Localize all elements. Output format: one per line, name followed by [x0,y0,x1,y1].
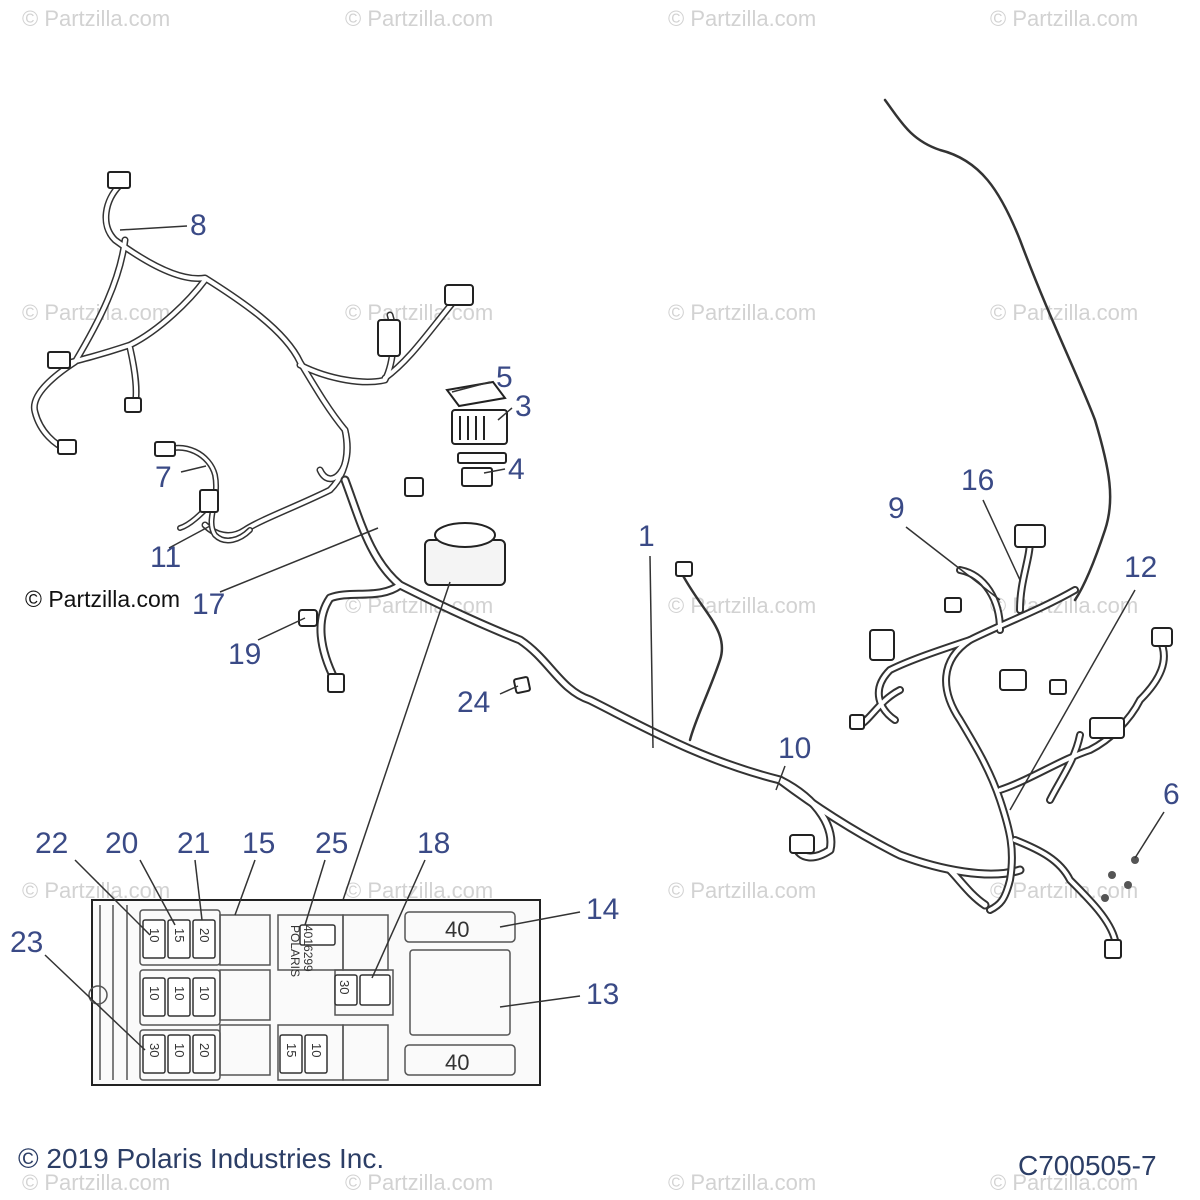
watermark: © Partzilla.com [345,1170,494,1195]
callout-21[interactable]: 21 [177,827,211,860]
front-harness-core [32,183,457,538]
callout-11[interactable]: 11 [150,541,182,574]
fuse-value: 20 [197,1043,212,1057]
fuse-value: 10 [172,986,187,1000]
callout-25[interactable]: 25 [315,827,349,860]
callout-24[interactable]: 24 [457,686,491,719]
callout-4[interactable]: 4 [508,453,525,486]
fuse-value: 10 [309,1043,324,1057]
part-label: POLARIS [288,925,302,977]
fuse-value: 10 [172,1043,187,1057]
watermark: © Partzilla.com [668,1170,817,1195]
callout-8[interactable]: 8 [190,209,207,242]
partzilla-credit: © Partzilla.com [25,586,180,612]
callout-16[interactable]: 16 [961,464,995,497]
watermark: © Partzilla.com [668,878,817,903]
breaker-value-top: 40 [445,917,469,942]
callout-22[interactable]: 22 [35,827,69,860]
watermark: © Partzilla.com [22,1170,171,1195]
watermark: © Partzilla.com [345,6,494,31]
watermark: © Partzilla.com [668,6,817,31]
watermark: © Partzilla.com [668,300,817,325]
callout-9[interactable]: 9 [888,492,905,525]
callout-17[interactable]: 17 [192,588,226,621]
fuse-value: 15 [284,1043,299,1057]
watermark: © Partzilla.com [345,878,494,903]
relay-value: 30 [337,980,352,994]
callout-23[interactable]: 23 [10,926,44,959]
fuse-value: 20 [197,928,212,942]
callout-12[interactable]: 12 [1124,551,1158,584]
fuse-value: 30 [147,1043,162,1057]
watermark: © Partzilla.com [990,1170,1139,1195]
callout-6[interactable]: 6 [1163,778,1180,811]
fuse-value: 10 [147,986,162,1000]
watermark: © Partzilla.com [668,593,817,618]
callout-14[interactable]: 14 [586,893,620,926]
callout-7[interactable]: 7 [155,461,172,494]
fuse-value: 10 [147,928,162,942]
fuse-value: 10 [197,986,212,1000]
callout-13[interactable]: 13 [586,978,620,1011]
callout-20[interactable]: 20 [105,827,139,860]
watermark: © Partzilla.com [22,6,171,31]
breaker-value-bottom: 40 [445,1050,469,1075]
callout-10[interactable]: 10 [778,732,812,765]
watermark: © Partzilla.com [990,878,1139,903]
fuse-value: 15 [172,928,187,942]
part-number: 4016299 [301,925,315,972]
watermark: © Partzilla.com [990,300,1139,325]
copyright-text: © 2019 Polaris Industries Inc. [18,1143,385,1174]
callout-18[interactable]: 18 [417,827,451,860]
diagram-code: C700505-7 [1018,1150,1157,1181]
watermark: © Partzilla.com [990,6,1139,31]
callout-15[interactable]: 15 [242,827,276,860]
callout-1[interactable]: 1 [638,520,655,553]
fuse-box-detail: 10 15 20 10 10 10 30 10 20 15 10 30 POLA… [44,859,581,1086]
callout-5[interactable]: 5 [496,361,513,394]
callout-3[interactable]: 3 [515,390,532,423]
callout-19[interactable]: 19 [228,638,262,671]
